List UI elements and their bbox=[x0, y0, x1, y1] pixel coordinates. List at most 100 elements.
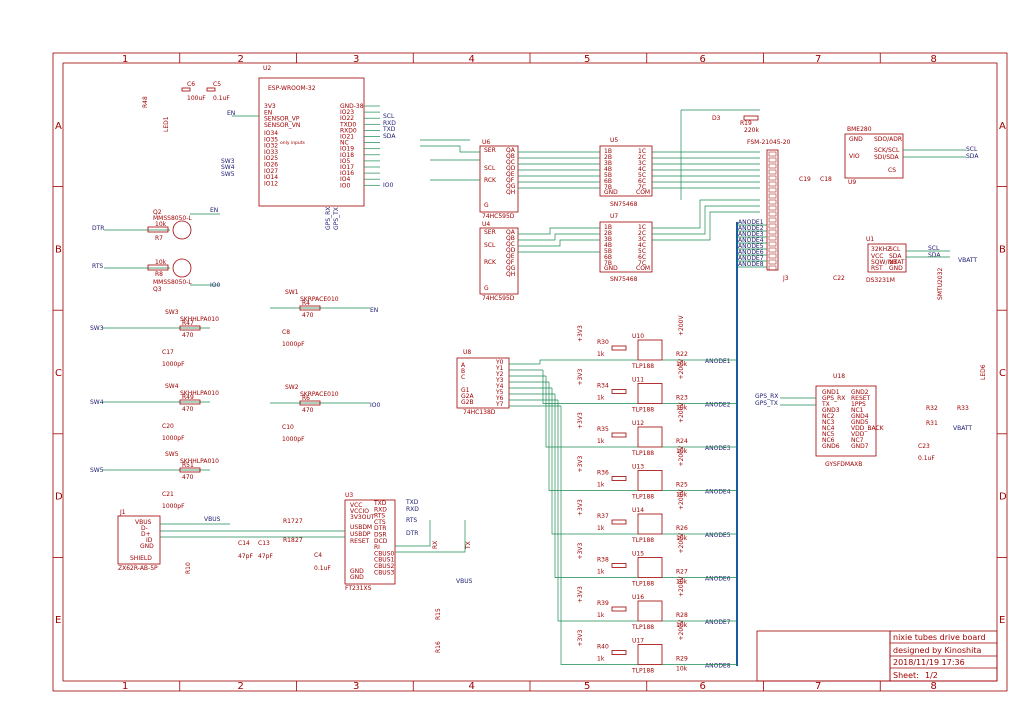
opto-body bbox=[637, 339, 663, 361]
u18-pin: NC3 bbox=[822, 419, 835, 426]
u2-pin-nc: NC bbox=[340, 140, 349, 147]
switch-net: SW5 bbox=[90, 467, 104, 474]
u18-pin: RESET bbox=[851, 395, 871, 402]
sn-pin: 5C bbox=[638, 172, 646, 179]
sn-pin: 3C bbox=[638, 236, 646, 243]
switch-r: R49 bbox=[182, 394, 194, 401]
opto-rin-v: 1k bbox=[597, 351, 605, 358]
opto-part: TLP188 bbox=[631, 537, 654, 544]
u18-gps: U18 GYSFDMAXB GND1GPS_RXTXGND3NC2NC3NC4N… bbox=[755, 364, 987, 468]
switch-cv: 1000pF bbox=[282, 436, 305, 443]
svg-text:SER: SER bbox=[484, 229, 496, 236]
u2-caps: C6 100uF C5 0.1uF R48 LED1 bbox=[142, 81, 230, 132]
opto-part: TLP188 bbox=[631, 450, 654, 457]
svg-text:GND: GND bbox=[889, 265, 903, 272]
opto-bus-wire bbox=[554, 394, 638, 578]
svg-text:74HC595D: 74HC595D bbox=[482, 213, 515, 220]
svg-text:Y2: Y2 bbox=[495, 371, 504, 378]
svg-text:R8: R8 bbox=[155, 271, 163, 278]
j3-anode7: ANODE7 bbox=[738, 255, 764, 262]
u3-pin-cbus3: CBUS3 bbox=[374, 569, 395, 576]
frame-row-left-D: D bbox=[55, 492, 63, 503]
opto-body bbox=[637, 600, 663, 622]
net-vbatt-u1: VBATT bbox=[958, 257, 977, 264]
switch-r: R4 bbox=[302, 300, 310, 307]
svg-text:R7: R7 bbox=[155, 235, 163, 242]
svg-text:GND: GND bbox=[849, 136, 863, 143]
svg-text:SN75468: SN75468 bbox=[610, 276, 638, 283]
frame-row-right-A: A bbox=[999, 121, 1006, 132]
opto-rout-v: 10k bbox=[676, 579, 688, 586]
switch-ref: SW3 bbox=[165, 309, 179, 316]
u3-pin-usbdp: USBDP bbox=[350, 531, 371, 538]
u2-ref: U2 bbox=[263, 65, 271, 72]
frame-col-top-2: 2 bbox=[238, 54, 244, 65]
opto-rin-v: 1k bbox=[597, 656, 605, 663]
opto-rin-v: 1k bbox=[597, 395, 605, 402]
frame-row-left-B: B bbox=[55, 245, 62, 256]
svg-text:R48: R48 bbox=[142, 96, 149, 108]
opto-anode: ANODE3 bbox=[705, 445, 731, 452]
title-block: nixie tubes drive board designed by Kino… bbox=[756, 630, 998, 682]
opto-hv: +200V bbox=[678, 315, 685, 336]
svg-text:Y4: Y4 bbox=[495, 383, 504, 390]
u2-pin-sensor_vn: SENSOR_VN bbox=[264, 122, 300, 129]
u2-pin-io4: IO4 bbox=[340, 176, 350, 183]
svg-text:74HC595D: 74HC595D bbox=[482, 295, 515, 302]
u3-ft231xs: U3 FT231XS VCCVCCIO3V3OUTUSBDMUSBDPRESET… bbox=[160, 492, 473, 653]
svg-text:G2A: G2A bbox=[461, 393, 474, 400]
opto-rout-v: 10k bbox=[676, 361, 688, 368]
svg-text:QA: QA bbox=[506, 147, 516, 154]
u2-pin-io18: IO18 bbox=[340, 152, 354, 159]
opto-anode: ANODE5 bbox=[705, 532, 731, 539]
switch-net: SW3 bbox=[90, 325, 104, 332]
transistors: DTR RTS Q2 MMSS8050-L 10k R7 10k R8 MMSS… bbox=[92, 207, 220, 293]
svg-text:C: C bbox=[461, 374, 465, 381]
opto-rout: R29 bbox=[676, 656, 688, 663]
opto-hv: +200V bbox=[678, 489, 685, 510]
svg-text:R10: R10 bbox=[185, 562, 192, 574]
switch-rv: 470 bbox=[302, 312, 314, 319]
svg-text:SER: SER bbox=[484, 147, 496, 154]
net-sw4-u2: SW4 bbox=[221, 164, 235, 171]
j3-anode4: ANODE4 bbox=[738, 237, 764, 244]
svg-text:DS3231M: DS3231M bbox=[866, 277, 895, 284]
net-gpsrx-u2: GPS_RX bbox=[325, 207, 332, 230]
u18-pin: GND6 bbox=[822, 443, 840, 450]
opto-anode: ANODE4 bbox=[705, 489, 731, 496]
svg-text:TX: TX bbox=[465, 541, 472, 550]
net-io0-u2: IO0 bbox=[383, 182, 393, 189]
sn-pin: 6B bbox=[604, 254, 612, 261]
switch-net: IO0 bbox=[370, 402, 380, 409]
svg-text:RX: RX bbox=[432, 541, 439, 549]
u18-pin: VDD bbox=[851, 431, 865, 438]
frame-col-top-6: 6 bbox=[700, 54, 706, 65]
u18-pin: NC5 bbox=[822, 431, 835, 438]
j3-anode3: ANODE3 bbox=[738, 231, 764, 238]
sn-pin: 4C bbox=[638, 242, 646, 249]
svg-text:Y7: Y7 bbox=[495, 401, 504, 408]
svg-text:C14: C14 bbox=[238, 540, 250, 547]
opto-r bbox=[611, 345, 627, 351]
u2-pin-io25: IO25 bbox=[264, 155, 278, 162]
svg-text:QF: QF bbox=[506, 177, 515, 184]
j3-anode1: ANODE1 bbox=[738, 219, 764, 226]
sn-pin: 5C bbox=[638, 248, 646, 255]
opto-rin: R40 bbox=[597, 644, 609, 651]
u2-pin-io0: IO0 bbox=[340, 182, 350, 189]
opto-ref: U12 bbox=[632, 420, 644, 427]
switch-ref: SW4 bbox=[165, 383, 179, 390]
u3-pin-usbdm: USBDM bbox=[350, 524, 372, 531]
switch-resistor bbox=[179, 399, 201, 405]
u3-pin-cbus0: CBUS0 bbox=[374, 550, 395, 557]
title-line2: designed by Kinoshita bbox=[893, 646, 981, 655]
svg-text:QD: QD bbox=[506, 165, 516, 172]
net-rts-left: RTS bbox=[92, 263, 103, 270]
j3-pin bbox=[768, 163, 777, 169]
switch-cv: 1000pF bbox=[162, 435, 185, 442]
opto-rout-v: 10k bbox=[676, 405, 688, 412]
opto-body bbox=[637, 383, 663, 404]
u2-pin-sensor_vp: SENSOR_VP bbox=[264, 116, 300, 123]
sn-pin: 1C bbox=[638, 148, 646, 155]
